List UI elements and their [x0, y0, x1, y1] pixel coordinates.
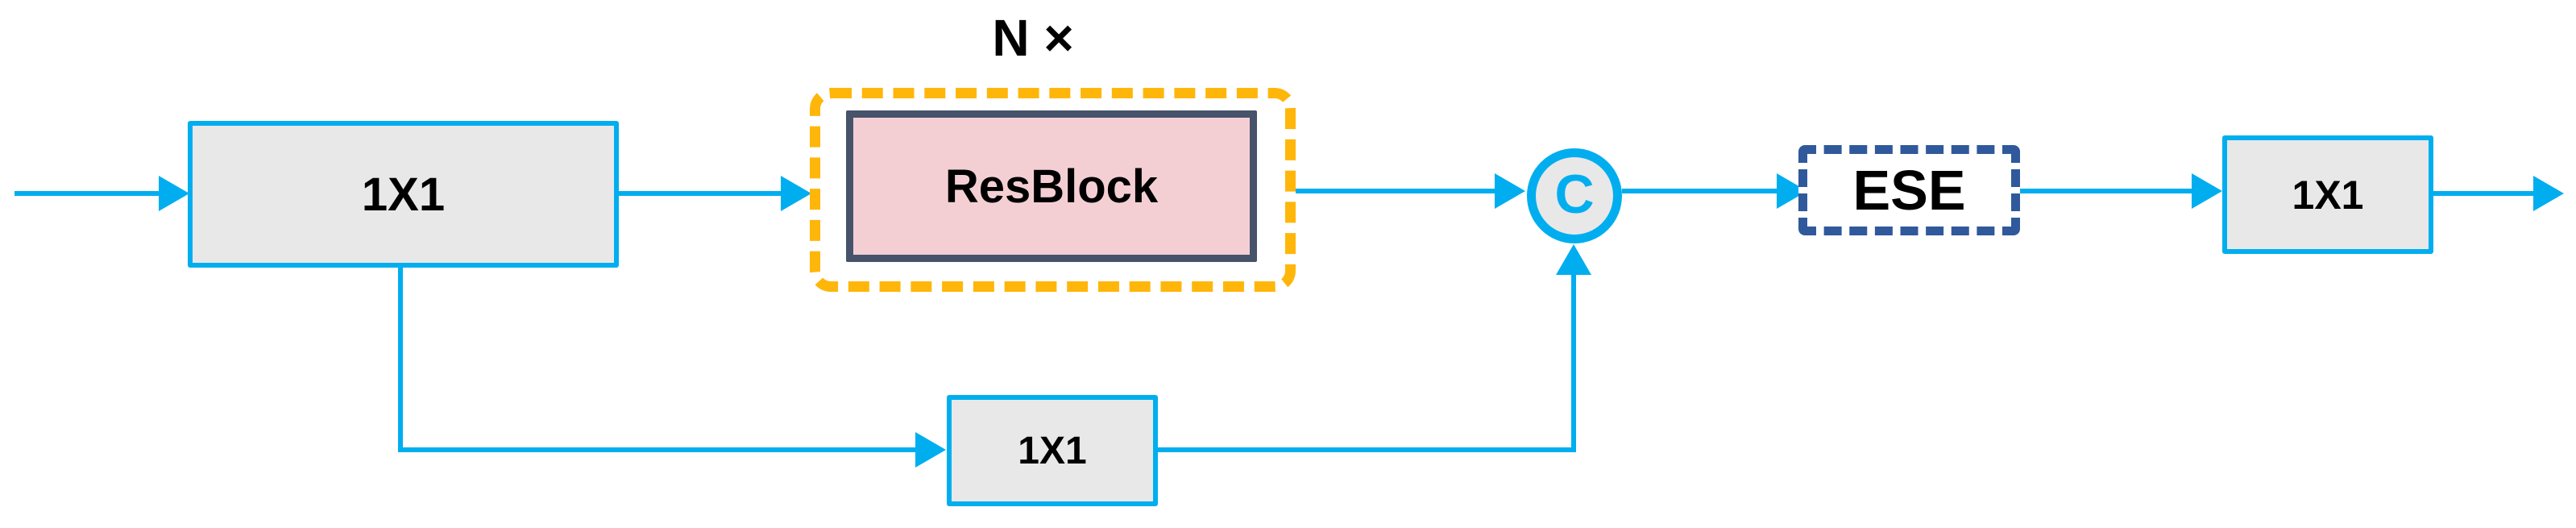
arrow-concat-to-ese-line — [1622, 189, 1777, 193]
arrow-conv-to-resblock-head-icon — [781, 176, 811, 211]
node-concat-label: C — [1554, 164, 1595, 225]
node-resblock-label: ResBlock — [944, 160, 1159, 213]
arrow-conv-to-resblock-line — [619, 191, 782, 196]
shortcut-up-arrow-head-icon — [1556, 244, 1591, 275]
node-conv-out: 1X1 — [2222, 135, 2433, 254]
arrow-ese-to-conv-line — [2020, 189, 2192, 193]
node-ese: ESE — [1798, 145, 2020, 235]
arrow-ese-to-conv-head-icon — [2192, 173, 2222, 209]
shortcut-arrow-head-icon — [915, 432, 946, 468]
node-conv-in: 1X1 — [188, 121, 619, 268]
node-resblock: ResBlock — [846, 110, 1257, 262]
node-conv-out-label: 1X1 — [2292, 172, 2364, 218]
shortcut-drop-line — [398, 268, 403, 452]
arrow-resblock-to-concat-head-icon — [1495, 173, 1525, 209]
arrow-resblock-to-concat-line — [1296, 189, 1495, 193]
shortcut-horizontal-line-1 — [398, 447, 915, 452]
node-conv-in-label: 1X1 — [361, 168, 446, 221]
repeat-container-border — [810, 88, 1296, 292]
shortcut-rise-line — [1571, 275, 1576, 452]
output-arrow-line — [2433, 191, 2533, 196]
node-concat: C — [1527, 148, 1622, 243]
repeat-count-label: N × — [992, 9, 1074, 67]
node-shortcut-conv-label: 1X1 — [1018, 429, 1087, 472]
input-arrow-line — [15, 191, 161, 196]
node-ese-label: ESE — [1852, 159, 1966, 222]
node-shortcut-conv: 1X1 — [947, 395, 1158, 506]
shortcut-horizontal-line-2 — [1158, 447, 1576, 452]
input-arrow-head-icon — [159, 176, 189, 211]
output-arrow-head-icon — [2533, 176, 2564, 211]
